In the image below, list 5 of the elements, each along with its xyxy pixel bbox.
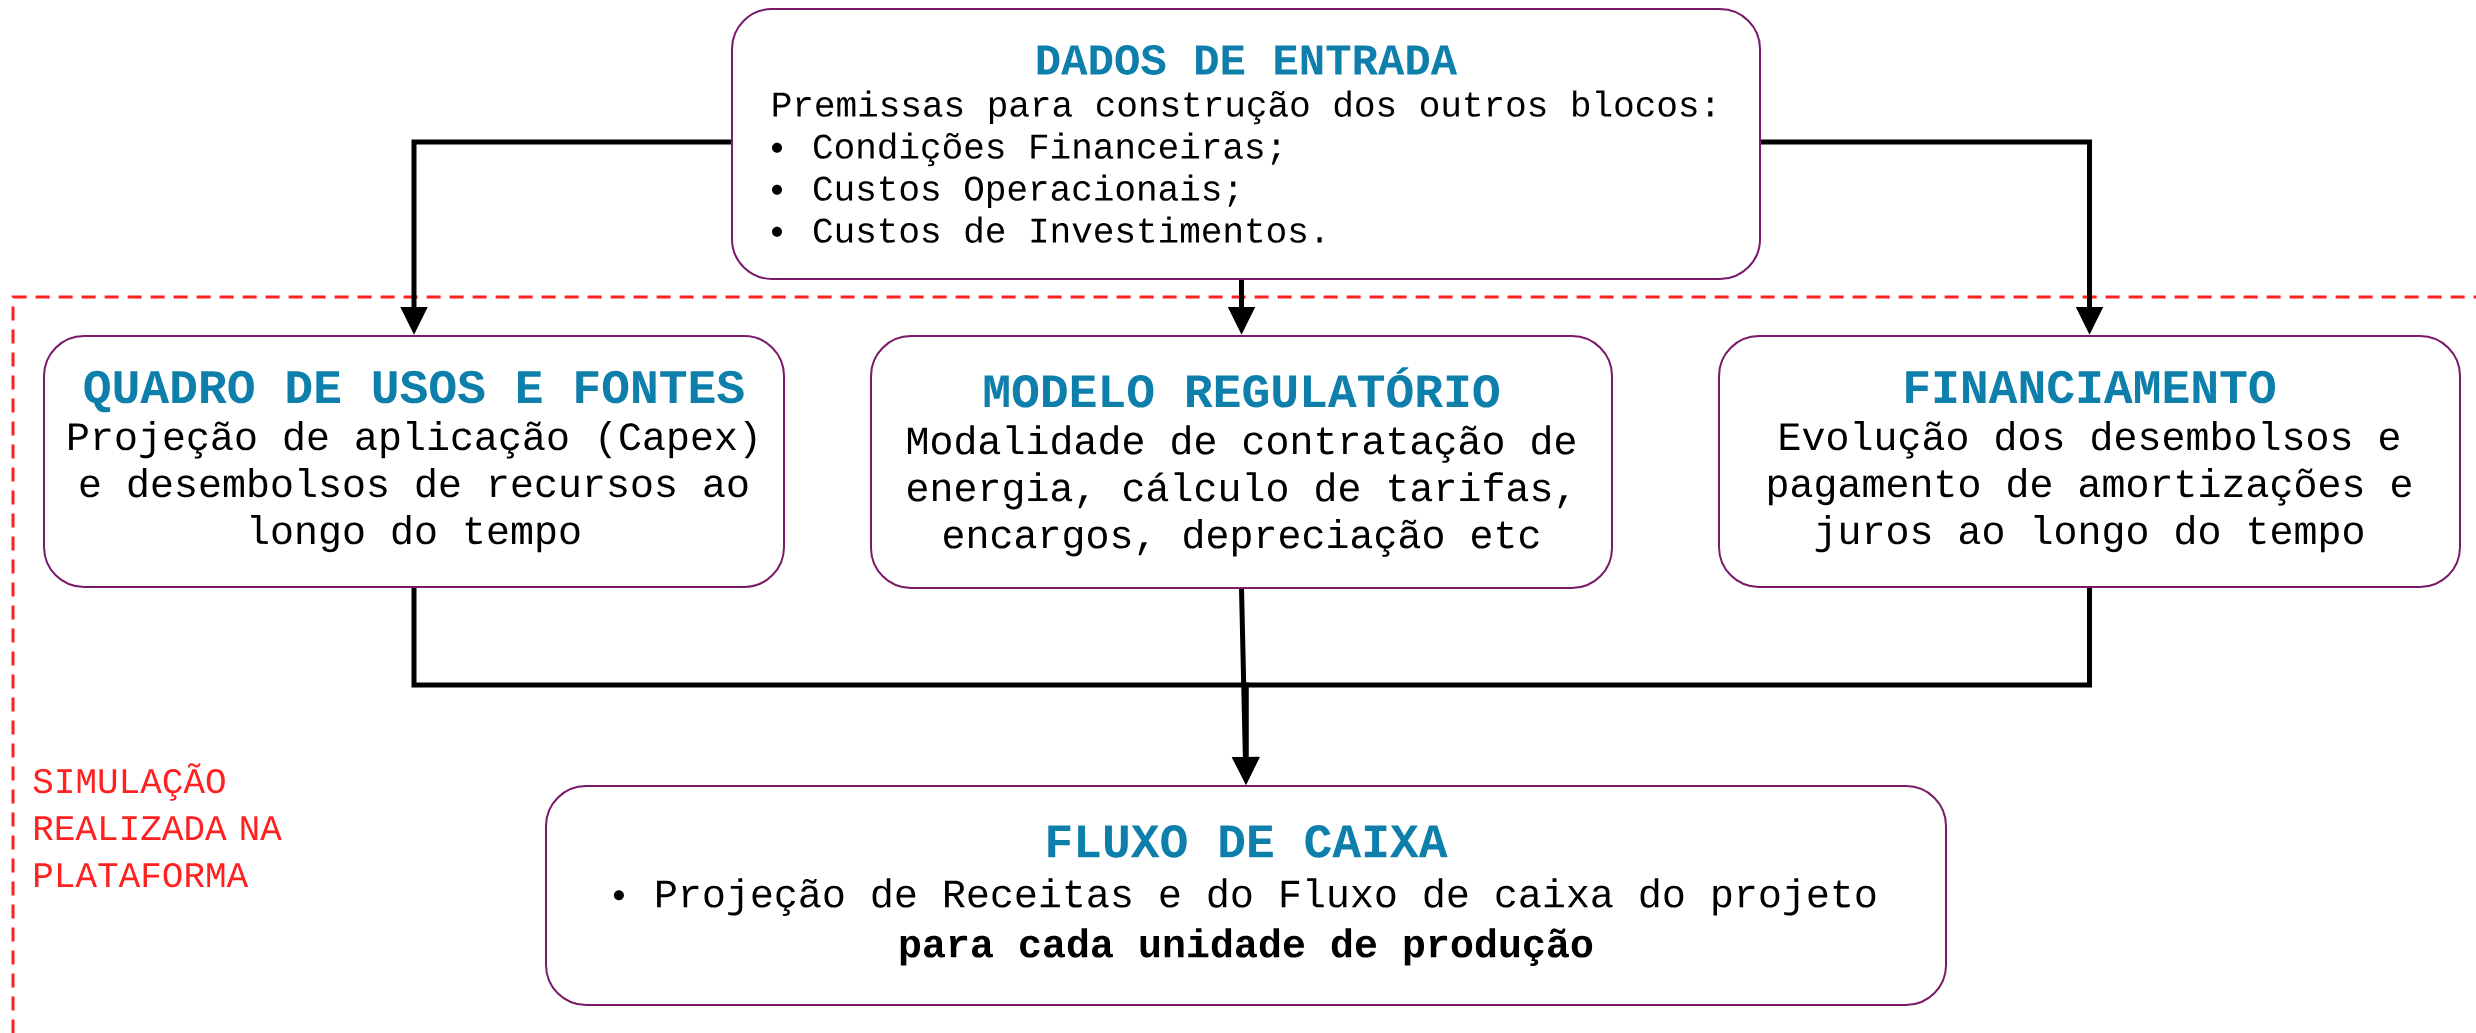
process-box: QUADRO DE USOS E FONTES Projeção de aplicação (Capex) e desembolsos de recursos ao longo do tempo [43,335,785,588]
process-box: MODELO REGULATÓRIO Modalidade de contratação de energia, cálculo de tarifas, encargos, depreciação etc [870,335,1613,589]
process-box: DADOS DE ENTRADA Premissas para construção dos outros blocos: Condições Financeiras; Custos Operacionais; Custos de Investimentos. [731,8,1761,280]
process-box: FINANCIAMENTO Evolução dos desembolsos e pagamento de amortizações e juros ao longo do tempo [1718,335,2461,588]
process-box: FLUXO DE CAIXA Projeção de Receitas e do Fluxo de caixa do projeto para cada unidade de produção [545,785,1947,1006]
